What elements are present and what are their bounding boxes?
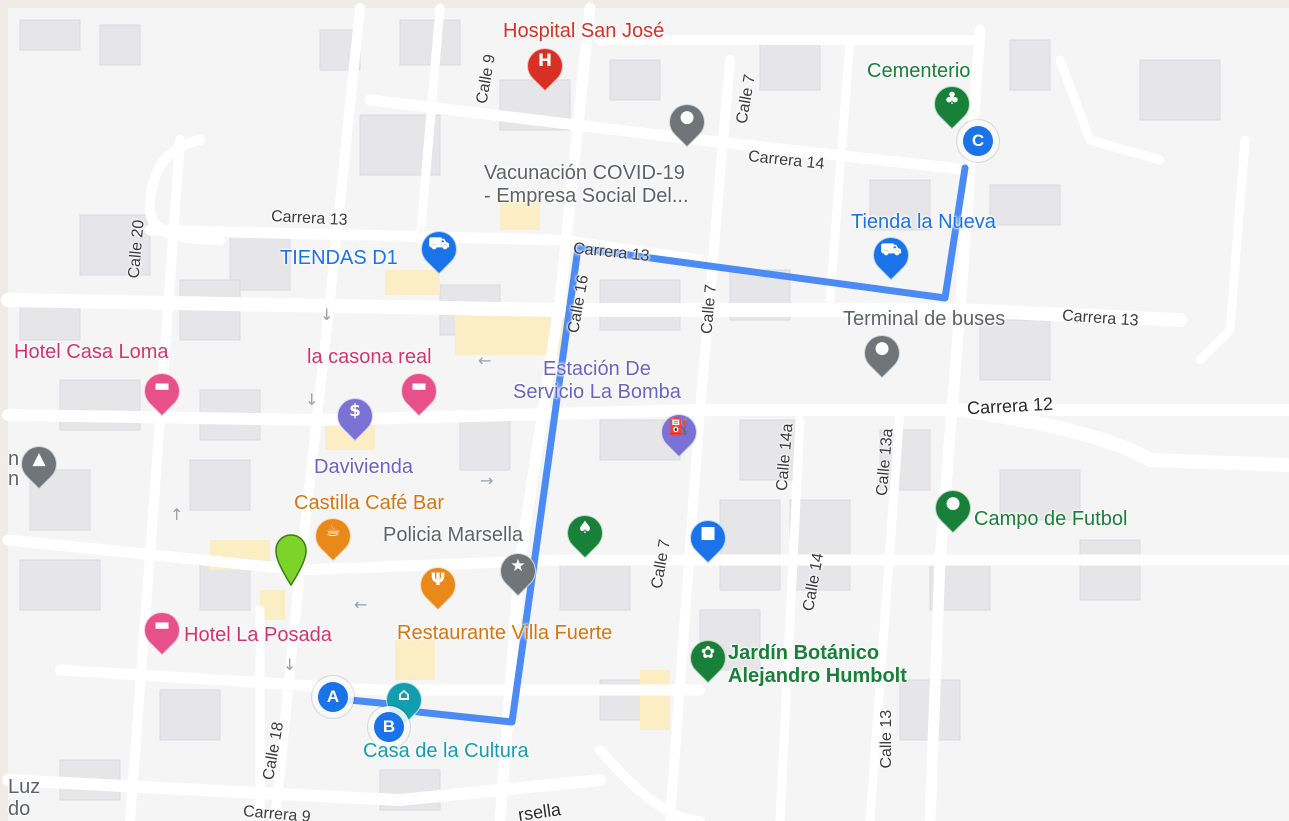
cart-icon[interactable]: ⛟ (413, 223, 465, 275)
edge-label: Luz (8, 776, 41, 798)
poi-label-casa-cultura[interactable]: Casa de la Cultura (363, 740, 529, 762)
svg-text:↓: ↓ (283, 655, 296, 674)
waypoint-b-marker[interactable]: B (374, 712, 404, 742)
dropped-pin-icon[interactable] (275, 534, 307, 587)
school-icon[interactable]: ▲ (13, 438, 65, 490)
cemetery-icon[interactable]: ♣ (926, 78, 978, 130)
poi-label-tiendas-d1[interactable]: TIENDAS D1 (280, 247, 398, 269)
museum-icon[interactable]: ⌂ (378, 674, 430, 726)
poi-label-cementerio[interactable]: Cementerio (867, 60, 971, 82)
hotel-icon[interactable]: ▬ (393, 365, 445, 417)
hospital-icon[interactable]: H (519, 40, 571, 92)
cafe-icon[interactable]: ☕ (307, 510, 359, 562)
police-icon[interactable]: ★ (492, 545, 544, 597)
tree-icon[interactable]: ♠ (559, 507, 611, 559)
gas-station-icon[interactable]: ⛽ (653, 406, 705, 458)
street-label-calle13: Calle 13 (878, 709, 896, 769)
restaurant-icon[interactable]: Ψ (412, 559, 464, 611)
svg-text:↓: ↓ (320, 305, 333, 324)
bank-icon[interactable]: $ (329, 390, 381, 442)
flower-icon[interactable]: ✿ (682, 632, 734, 684)
shopping-bag-icon[interactable]: ■ (682, 512, 734, 564)
waypoint-a-marker[interactable]: A (318, 682, 348, 712)
place-icon[interactable]: ● (856, 327, 908, 379)
poi-label-vacunacion[interactable]: Vacunación COVID-19 - Empresa Social Del… (484, 162, 689, 207)
poi-label-policia[interactable]: Policia Marsella (383, 524, 524, 546)
hotel-icon[interactable]: ▬ (136, 365, 188, 417)
street-label-carrera13-left: Carrera 13 (270, 208, 348, 229)
place-icon[interactable]: ● (927, 482, 979, 534)
svg-text:←: ← (354, 595, 367, 614)
route-line[interactable] (331, 164, 969, 726)
poi-label-hotel-posada[interactable]: Hotel La Posada (184, 624, 332, 646)
poi-label-terminal[interactable]: Terminal de buses (843, 308, 1006, 330)
poi-label-restaurante[interactable]: Restaurante Villa Fuerte (397, 622, 613, 644)
edge-label: n (8, 468, 20, 490)
poi-label-jardin[interactable]: Jardín Botánico Alejandro Humbolt (728, 642, 907, 687)
edge-label: do (8, 798, 31, 820)
poi-label-estacion[interactable]: Estación De Servicio La Bomba (513, 358, 681, 403)
buildings (19, 19, 1221, 811)
poi-label-tienda-nueva[interactable]: Tienda la Nueva (851, 211, 996, 233)
hotel-icon[interactable]: ▬ (136, 604, 188, 656)
poi-label-campo-futbol[interactable]: Campo de Futbol (974, 508, 1128, 530)
place-icon[interactable]: ● (661, 96, 713, 148)
cart-icon[interactable]: ⛟ (865, 229, 917, 281)
svg-text:↑: ↑ (170, 505, 183, 524)
poi-label-casona-real[interactable]: la casona real (307, 346, 432, 368)
poi-label-davivienda[interactable]: Davivienda (314, 456, 413, 478)
poi-label-castilla[interactable]: Castilla Café Bar (294, 492, 445, 514)
waypoint-c-marker[interactable]: C (963, 126, 993, 156)
edge-label: n (8, 448, 20, 470)
poi-label-hotel-casa-loma[interactable]: Hotel Casa Loma (14, 341, 169, 363)
svg-text:←: ← (478, 351, 491, 370)
poi-label-hospital[interactable]: Hospital San José (503, 20, 665, 42)
svg-text:→: → (480, 471, 493, 490)
svg-text:↓: ↓ (305, 390, 318, 409)
one-way-arrows: ↓ ← ↓ → ↑ ← ↓ (170, 305, 493, 674)
